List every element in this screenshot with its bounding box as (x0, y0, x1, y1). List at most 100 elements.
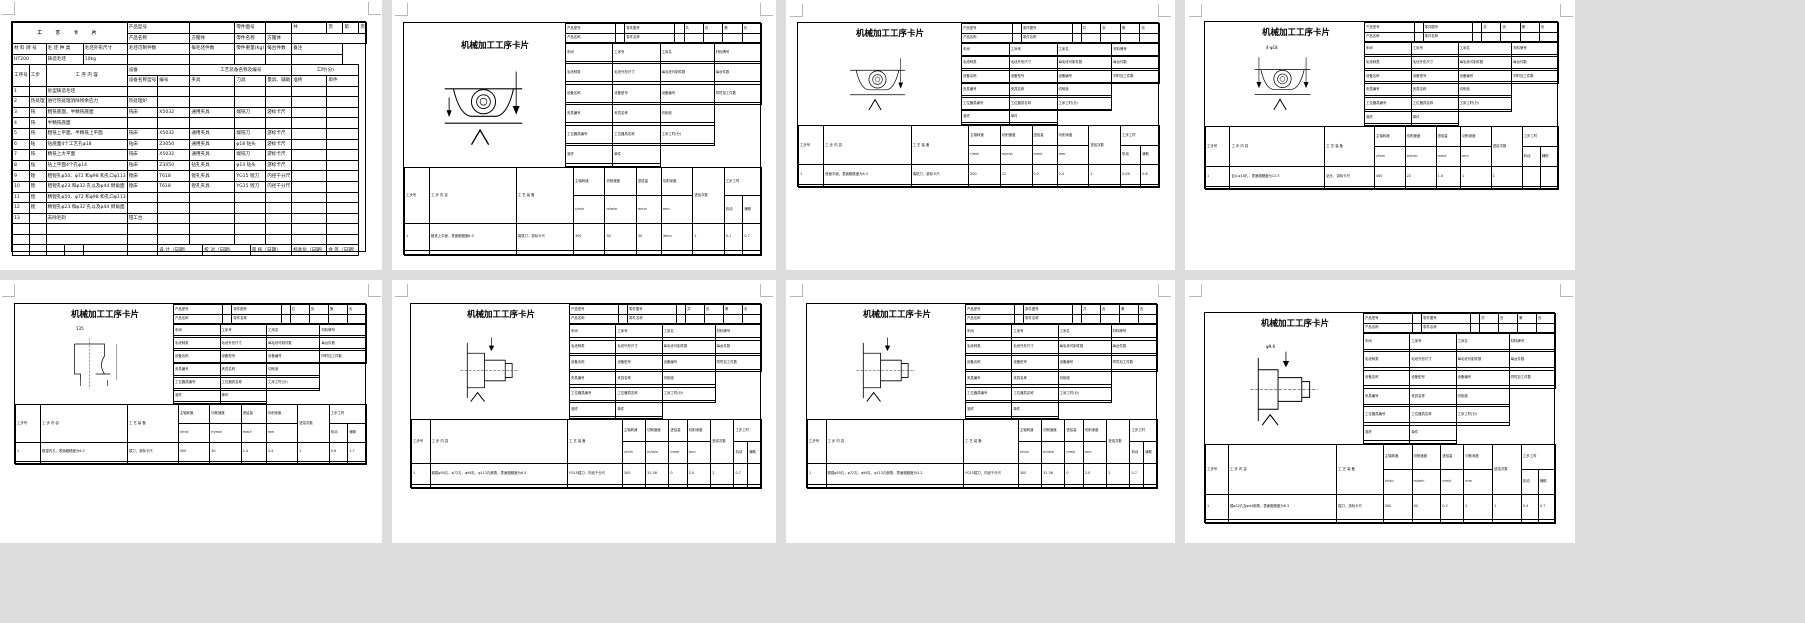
cell-id: T618 (157, 170, 191, 182)
cell-content: 半精铣底面 (45, 117, 128, 129)
cell-id: Z3050 (157, 159, 191, 172)
card-title: 机械加工工序卡片 (461, 41, 530, 51)
cell-ms: 内径千分尺 (265, 170, 293, 182)
cell-no: 11 (12, 191, 30, 204)
cell-id: Z3050 (157, 138, 191, 151)
cell-ms: 游标卡尺 (265, 159, 293, 172)
step-row: 1 精镗φ50孔，φ72孔，φ98孔，φ113孔倒角，表面粗糙度为3.2 YG1… (807, 462, 1158, 486)
cell-content: 进行热处理消除残余应力 (45, 96, 128, 108)
cell-step: 热处理 (28, 96, 47, 108)
card-title: 机械加工工序卡片 (856, 29, 925, 39)
cell-fx: 钻孔夹具 (189, 159, 236, 172)
card-title: 机械加工工序卡片 (71, 310, 140, 320)
cell-eq: 镗床 (126, 170, 159, 182)
cell-step (28, 85, 47, 98)
step-row: 1 粗铣上平面，表面粗糙度6.3 端铣刀、游标卡尺 300 30 30 3mm … (404, 222, 762, 252)
part-sketch (74, 338, 117, 389)
cell-ms (265, 96, 293, 108)
cell-id: T618 (157, 180, 191, 193)
cell-no: 8 (12, 159, 30, 172)
cell-content: 精铣上大平面 (45, 149, 128, 161)
operation-card: 机械加工工序卡片产品型号零件图号共页第页产品名称零件名称车间工序号工序名材料牌号… (806, 303, 1159, 489)
cell-fx (189, 191, 236, 204)
cell-ct: 端铣刀 (234, 149, 267, 161)
operation-card: 机械加工工序卡片产品型号零件图号共页第页产品名称零件名称车间工序号工序名材料牌号… (1204, 312, 1557, 525)
card-title: 工 艺 卡 片 (12, 21, 128, 45)
cell-fx (189, 85, 236, 98)
cell-fx (189, 96, 236, 108)
cell-ms (265, 85, 293, 98)
cell-eq: 钻床 (126, 159, 159, 172)
cell-content: 去除毛刺 (45, 212, 128, 225)
cell-id (157, 117, 191, 129)
cell-content: 粗铣上平面，半精铣上平面 (45, 127, 128, 140)
cell-content: 砂型铸造毛坯 (45, 85, 128, 98)
cell-no: 1 (12, 85, 30, 98)
part-sketch (1254, 57, 1311, 111)
cell-id: X5032 (157, 149, 191, 161)
cell-eq: 热处理炉 (126, 96, 159, 108)
cell-step: 铣 (28, 127, 47, 140)
cell-ct: φ18 钻头 (234, 138, 267, 151)
cell-ct (234, 117, 267, 129)
card-title: 机械加工工序卡片 (1262, 28, 1331, 38)
cell-ct: YG15 镗刀 (234, 170, 267, 182)
dimension-label: φ9.6 (1266, 344, 1275, 349)
cell-fx (189, 212, 236, 225)
process-row: 1 砂型铸造毛坯 (12, 85, 367, 98)
cell-fx: 通用夹具 (189, 127, 236, 140)
material-row: 材 料 牌 号 毛 坯 种 类 毛坯外形尺寸 毛坯可制件数 每毛坯件数 零件重量… (12, 43, 367, 55)
cell-ct (234, 191, 267, 204)
cell-fx (189, 202, 236, 214)
cell-eq: 铣床 (126, 127, 159, 140)
process-card: 工 艺 卡 片 产品型号 零件图号 共 页 第 页 产品名称 方閥体 零件名称 … (11, 21, 367, 257)
cell-ct: 端铣刀 (234, 127, 267, 140)
cell-no: 4 (12, 117, 30, 129)
cell-content: 粗铣底面，半精铣底面 (45, 106, 128, 119)
cell-content: 钻底面4个工艺孔φ18 (45, 138, 128, 151)
cell-no: 12 (12, 202, 30, 214)
cell-id (157, 202, 191, 214)
part-sketch (460, 337, 520, 402)
cell-step (28, 212, 47, 225)
card-title: 机械加工工序卡片 (1261, 319, 1330, 329)
operation-card: 机械加工工序卡片产品型号零件图号共页第页产品名称零件名称车间工序号工序名材料牌号… (410, 303, 763, 489)
card-title: 机械加工工序卡片 (467, 310, 536, 320)
cell-id (157, 85, 191, 98)
cell-no: 10 (12, 180, 30, 193)
step-row: 1 镗φ32孔及φ44倒角，表面粗糙度为6.3 镗刀，游标卡尺 300 30 0… (1205, 493, 1557, 520)
cell-step: 镗 (28, 180, 47, 193)
cell-ct (234, 212, 267, 225)
signature-row: 设 计（日期） 校 对（日期） 审 核（日期） 标准化（日期） 会 签（日期） (12, 244, 367, 257)
part-sketch (444, 71, 523, 146)
cell-id: X5032 (157, 106, 191, 119)
dimension-label: 4-φ18 (1266, 45, 1278, 50)
dimension-label: 135 (76, 326, 84, 331)
cell-ms (265, 212, 293, 225)
cell-fx (189, 117, 236, 129)
cell-ct: YG15 镗刀 (234, 180, 267, 193)
cell-step: 铣 (28, 149, 47, 161)
cell-content: 钻上平面4个孔φ14 (45, 159, 128, 172)
cell-step: 镗 (28, 170, 47, 182)
cell-ms: 游标卡尺 (265, 127, 293, 140)
cell-eq: 镗床 (126, 180, 159, 193)
cell-step: 铣 (28, 117, 47, 129)
cell-step: 镗 (28, 202, 47, 214)
part-sketch (850, 58, 905, 111)
cell-fx: 通用夹具 (189, 149, 236, 161)
operation-card: 机械加工工序卡片产品型号零件图号共页第页产品名称零件名称车间工序号工序名材料牌号… (14, 303, 368, 466)
cell-ct: 端铣刀 (234, 106, 267, 119)
cell-fx: 镗孔夹具 (189, 180, 236, 193)
cell-id (157, 191, 191, 204)
cell-content: 精镗孔φ23 和φ32 孔以及φ44 倒角面 (45, 202, 128, 214)
